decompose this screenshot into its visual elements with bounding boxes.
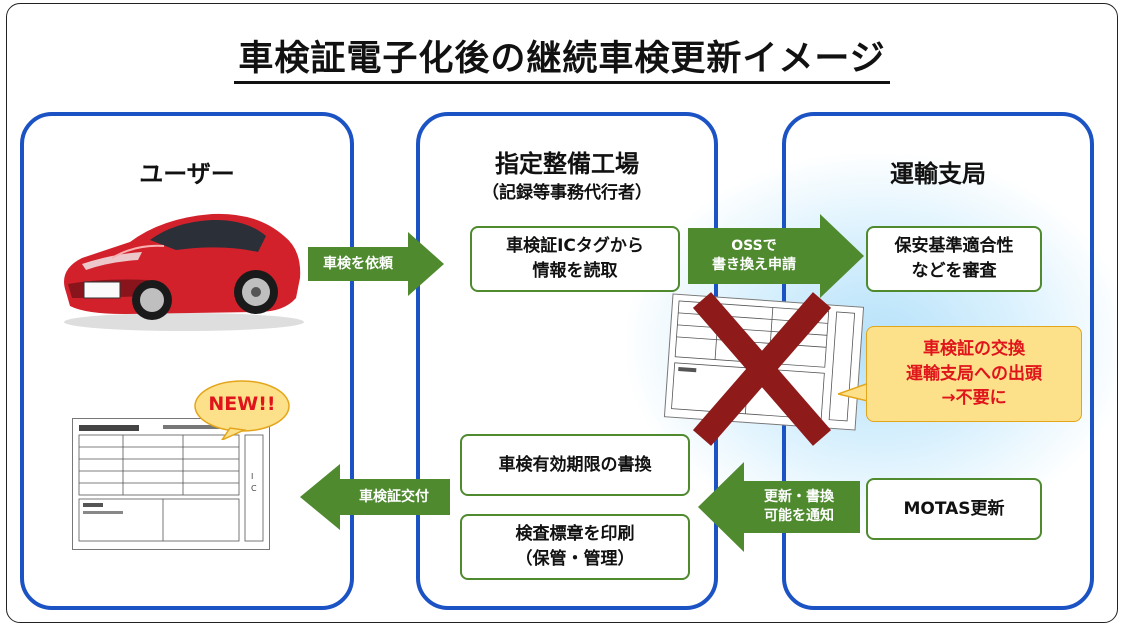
new-certificate-image: I C bbox=[72, 418, 270, 550]
arrow-request-label: 車検を依頼 bbox=[323, 255, 393, 272]
no-exchange-callout: 車検証の交換 運輸支局への出頭 →不要に bbox=[866, 326, 1082, 422]
arrow-request: 車検を依頼 bbox=[308, 232, 444, 296]
motas-box: MOTAS更新 bbox=[866, 478, 1042, 540]
panel-factory-title: 指定整備工場 bbox=[495, 150, 639, 178]
panel-bureau-title: 運輸支局 bbox=[890, 160, 986, 188]
svg-text:I: I bbox=[251, 472, 253, 481]
new-badge-label: NEW!! bbox=[208, 393, 276, 415]
panel-factory-subtitle: （記録等事務代行者） bbox=[482, 183, 652, 203]
panel-user: ユーザー bbox=[20, 112, 354, 610]
arrow-notify: 更新・書換 可能を通知 bbox=[698, 462, 860, 552]
callout-pointer bbox=[838, 381, 872, 403]
arrow-deliver-label: 車検証交付 bbox=[359, 488, 429, 505]
panel-user-title: ユーザー bbox=[139, 160, 235, 188]
new-badge: NEW!! bbox=[192, 378, 292, 440]
review-box: 保安基準適合性 などを審査 bbox=[866, 226, 1042, 292]
arrow-oss: OSSで 書き換え申請 bbox=[688, 214, 864, 298]
read-ic-tag-box: 車検証ICタグから 情報を読取 bbox=[470, 226, 680, 292]
car-image bbox=[64, 213, 304, 331]
arrow-oss-label: OSSで 書き換え申請 bbox=[712, 238, 796, 273]
rewrite-expiry-box: 車検有効期限の書換 bbox=[460, 434, 690, 496]
arrow-deliver: 車検証交付 bbox=[300, 464, 450, 530]
svg-text:C: C bbox=[251, 484, 257, 493]
print-sticker-box: 検査標章を印刷 （保管・管理） bbox=[460, 514, 690, 580]
cross-mark-icon bbox=[692, 292, 832, 446]
arrow-notify-label: 更新・書換 可能を通知 bbox=[764, 489, 834, 524]
diagram-title: 車検証電子化後の継続車検更新イメージ bbox=[0, 30, 1124, 84]
